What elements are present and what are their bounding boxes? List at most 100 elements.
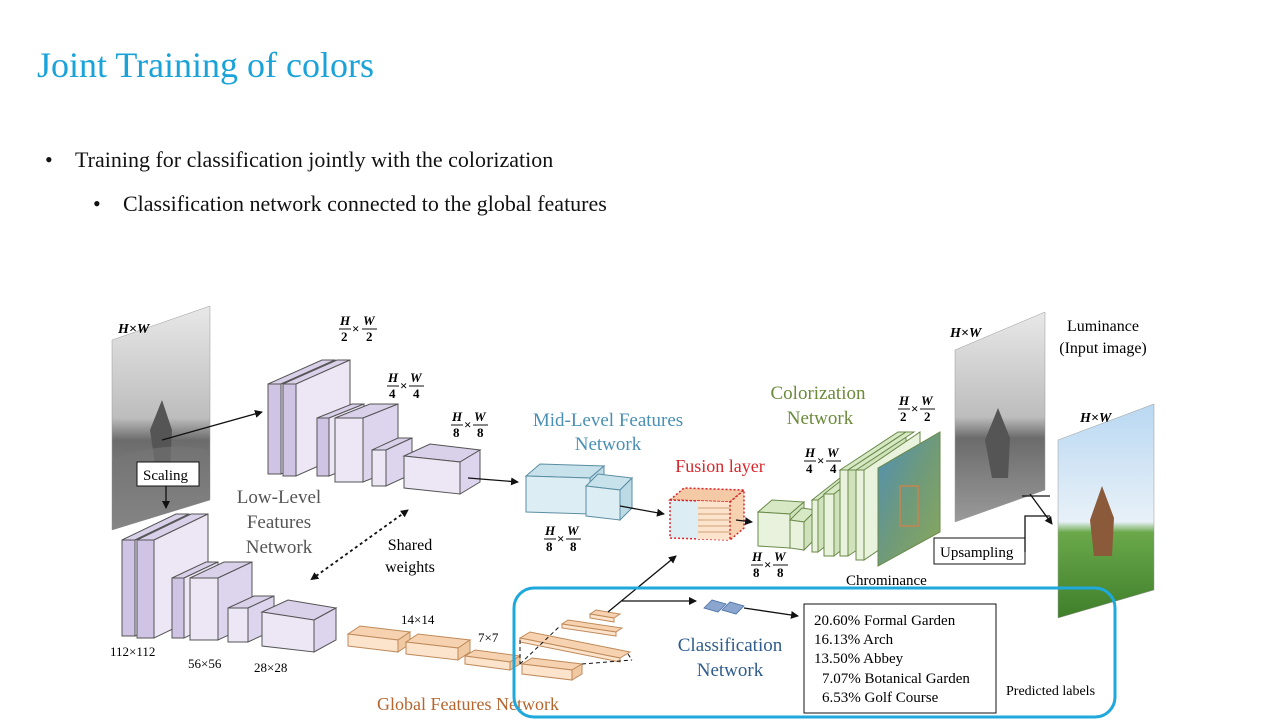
fusion-layer <box>668 487 746 542</box>
svg-text:8: 8 <box>570 539 577 554</box>
svg-text:2: 2 <box>341 329 348 344</box>
shared-weights-label: Shared <box>388 537 432 554</box>
svg-text:W: W <box>827 445 840 460</box>
svg-text:×: × <box>557 531 564 546</box>
flow-arrows <box>161 410 1053 619</box>
classifier-blocks <box>703 599 745 615</box>
svg-text:H: H <box>898 393 910 408</box>
svg-text:H: H <box>544 523 556 538</box>
prediction-item: 20.60% Formal Garden <box>814 613 956 629</box>
svg-text:4: 4 <box>806 461 813 476</box>
svg-text:×: × <box>464 417 471 432</box>
svg-text:8: 8 <box>753 565 760 580</box>
low-level-network-bottom <box>121 513 338 653</box>
svg-text:2: 2 <box>924 409 931 424</box>
svg-text:8: 8 <box>453 425 460 440</box>
low-level-network-top <box>267 359 482 495</box>
upsampling-label: Upsampling <box>940 545 1014 561</box>
luminance-image <box>954 311 1046 523</box>
classification-highlight <box>512 586 1117 719</box>
svg-text:W: W <box>567 523 580 538</box>
prediction-item: 13.50% Abbey <box>814 651 904 667</box>
predicted-labels-caption: Predicted labels <box>1006 684 1095 699</box>
size-fraction-eighth-color: H 8 × W 8 <box>751 549 788 580</box>
slide-title: Joint Training of colors <box>37 45 375 85</box>
svg-text:W: W <box>363 313 376 328</box>
svg-text:×: × <box>400 378 407 393</box>
input-image <box>111 305 211 531</box>
mid-level-label: Network <box>575 434 642 455</box>
connector-dash <box>519 625 561 665</box>
size-fraction-half: H 2 × W 2 <box>339 313 377 344</box>
size-fraction-half-color: H 2 × W 2 <box>898 393 935 424</box>
fusion-layer-label: Fusion layer <box>675 456 765 476</box>
svg-text:8: 8 <box>546 539 553 554</box>
svg-text:H: H <box>804 445 816 460</box>
svg-text:H: H <box>751 549 763 564</box>
size-fraction-eighth-top: H 8 × W 8 <box>451 409 488 440</box>
svg-text:×: × <box>817 453 824 468</box>
size-label: 28×28 <box>254 660 287 675</box>
colorization-label: Colorization <box>771 383 866 404</box>
svg-text:W: W <box>474 409 487 424</box>
chrominance-arch <box>899 485 919 527</box>
svg-text:H: H <box>387 370 399 385</box>
connector-dash <box>581 659 633 665</box>
size-label: 14×14 <box>401 612 435 627</box>
input-size-label: H×W <box>117 322 151 337</box>
global-features-network <box>346 609 632 681</box>
chrominance-label: Chrominance <box>846 573 927 589</box>
output-size-label: H×W <box>1079 411 1113 426</box>
svg-text:2: 2 <box>366 329 373 344</box>
luminance-label: Luminance <box>1067 318 1139 335</box>
scaling-label: Scaling <box>143 468 188 484</box>
mid-level-network <box>524 463 634 522</box>
mid-level-label: Mid-Level Features <box>533 410 683 431</box>
svg-text:×: × <box>764 557 771 572</box>
luminance-label: (Input image) <box>1059 340 1147 357</box>
bullet-text: Training for classification jointly with… <box>75 147 554 172</box>
luminance-size-label: H×W <box>949 326 983 341</box>
svg-text:4: 4 <box>413 386 420 401</box>
prediction-item: 16.13% Arch <box>814 632 894 648</box>
upsampling-box <box>933 537 1026 565</box>
svg-text:W: W <box>410 370 423 385</box>
svg-text:H: H <box>451 409 463 424</box>
bullet-dot-icon: • <box>45 147 53 172</box>
svg-text:×: × <box>911 401 918 416</box>
classification-label: Classification <box>678 635 783 656</box>
classification-label: Network <box>697 660 764 681</box>
svg-text:4: 4 <box>830 461 837 476</box>
global-features-label: Global Features Network <box>377 694 559 714</box>
low-level-label: Features <box>247 512 311 533</box>
bullet-dot-icon: • <box>93 191 101 216</box>
svg-text:2: 2 <box>900 409 907 424</box>
bullet-item: • Classification network connected to th… <box>93 191 607 217</box>
svg-text:W: W <box>774 549 787 564</box>
chrominance-map <box>877 431 941 567</box>
low-level-label: Low-Level <box>237 487 321 508</box>
size-fraction-quarter-color: H 4 × W 4 <box>804 445 841 476</box>
size-fraction-eighth-mid: H 8 × W 8 <box>544 523 581 554</box>
output-image <box>1057 403 1155 619</box>
size-fraction-quarter: H 4 × W 4 <box>387 370 424 401</box>
shared-weights-label: weights <box>385 559 435 576</box>
low-level-label: Network <box>246 537 313 558</box>
size-label: 112×112 <box>110 644 155 659</box>
colorization-label: Network <box>787 408 854 429</box>
svg-text:W: W <box>921 393 934 408</box>
predictions-box <box>803 603 997 714</box>
svg-text:H: H <box>339 313 351 328</box>
svg-text:8: 8 <box>777 565 784 580</box>
svg-text:×: × <box>352 321 359 336</box>
svg-text:8: 8 <box>477 425 484 440</box>
svg-text:4: 4 <box>389 386 396 401</box>
scaling-box <box>136 461 200 487</box>
shared-weights-arrow <box>310 509 409 581</box>
size-label: 7×7 <box>478 630 499 645</box>
size-label: 56×56 <box>188 656 222 671</box>
connector-dash <box>627 653 633 661</box>
prediction-item: 7.07% Botanical Garden <box>822 671 970 687</box>
prediction-item: 6.53% Golf Course <box>822 690 939 706</box>
